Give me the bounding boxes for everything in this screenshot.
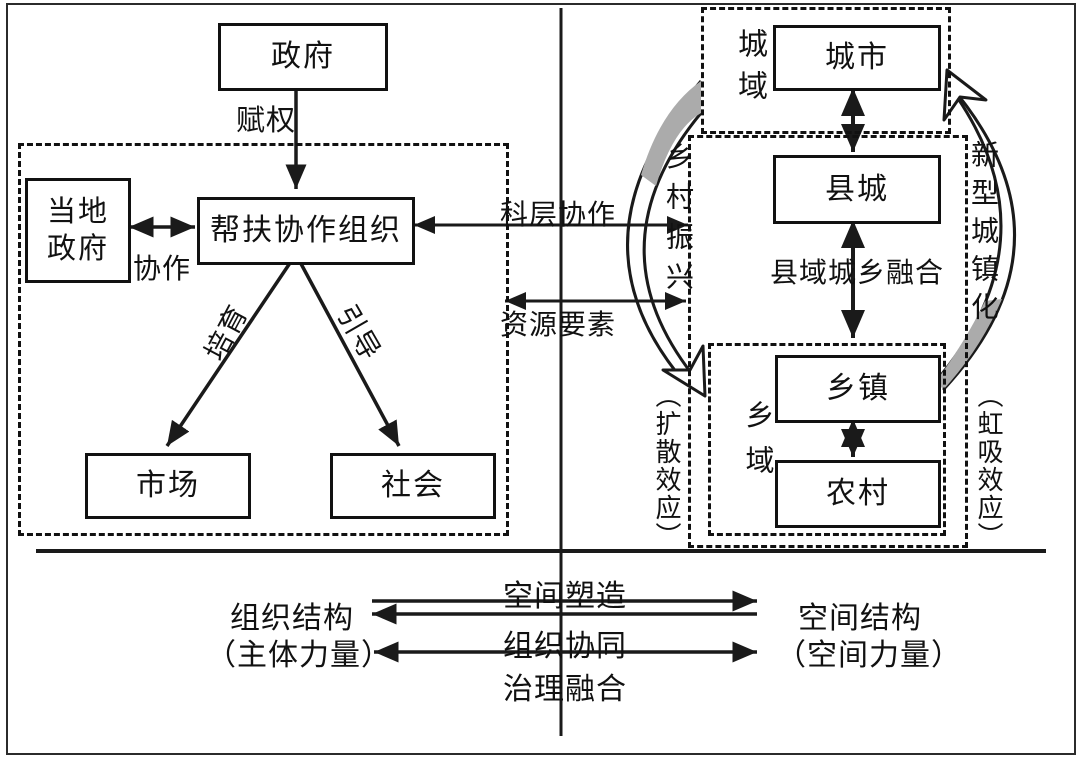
village-label: 农村 xyxy=(826,477,890,511)
resource-elements-label: 资源要素 xyxy=(500,309,617,340)
new-urbanization-label: 新型城镇化 xyxy=(968,140,999,330)
village-box: 农村 xyxy=(775,460,941,528)
assistance-org-label: 帮扶协作组织 xyxy=(210,214,402,248)
town-label: 乡镇 xyxy=(826,372,890,406)
org-structure-sub-label: （主体力量） xyxy=(206,639,392,672)
guide-arrow xyxy=(297,259,401,447)
governance-fusion-label: 治理融合 xyxy=(503,673,627,706)
local-gov-line1: 当地 xyxy=(46,196,109,229)
county-label: 县城 xyxy=(825,172,889,206)
county-region-dashed-box xyxy=(688,135,968,548)
market-box: 市场 xyxy=(85,453,251,519)
siphon-curve-outer xyxy=(941,83,1016,392)
rural-region-label: 乡域 xyxy=(741,400,773,490)
rural-revitalization-label: 乡村振兴 xyxy=(663,142,694,302)
urban-region-dashed-box xyxy=(701,7,951,134)
siphon-curve-shade xyxy=(937,299,1002,390)
town-box: 乡镇 xyxy=(775,355,941,423)
society-box: 社会 xyxy=(330,453,496,519)
diffusion-curve-shade xyxy=(641,81,701,186)
government-label: 政府 xyxy=(271,40,335,74)
space-structure-label: 空间结构 xyxy=(798,602,922,635)
diffusion-effect-label: （扩散效应） xyxy=(652,382,682,550)
county-box: 县城 xyxy=(773,155,941,224)
local-government-box: 当地 政府 xyxy=(25,178,131,283)
siphon-arrowhead xyxy=(942,68,988,122)
rural-region-dashed-box xyxy=(708,343,946,536)
urban-region-label: 城域 xyxy=(733,28,766,112)
space-shaping-label: 空间塑造 xyxy=(503,580,627,613)
collaborate-label: 协作 xyxy=(133,253,192,284)
society-label: 社会 xyxy=(381,469,445,503)
diffusion-curve-inner xyxy=(642,112,703,375)
outer-border xyxy=(6,3,1076,755)
bureaucratic-collaboration-label: 科层协作 xyxy=(500,199,617,230)
cultivate-arrow xyxy=(165,259,294,447)
local-gov-line2: 政府 xyxy=(46,232,109,265)
empower-label: 赋权 xyxy=(236,105,297,137)
market-label: 市场 xyxy=(136,469,200,503)
city-box: 城市 xyxy=(773,25,941,91)
org-structure-label: 组织结构 xyxy=(230,602,354,635)
org-system-dashed-box xyxy=(18,143,509,536)
siphon-effect-label: （虹吸效应） xyxy=(974,382,1004,550)
org-synergy-label: 组织协同 xyxy=(503,630,627,663)
county-integration-label: 县域城乡融合 xyxy=(770,257,945,288)
city-label: 城市 xyxy=(825,41,889,75)
government-box: 政府 xyxy=(218,23,388,91)
space-structure-sub-label: （空间力量） xyxy=(776,639,962,672)
assistance-org-box: 帮扶协作组织 xyxy=(197,197,415,265)
